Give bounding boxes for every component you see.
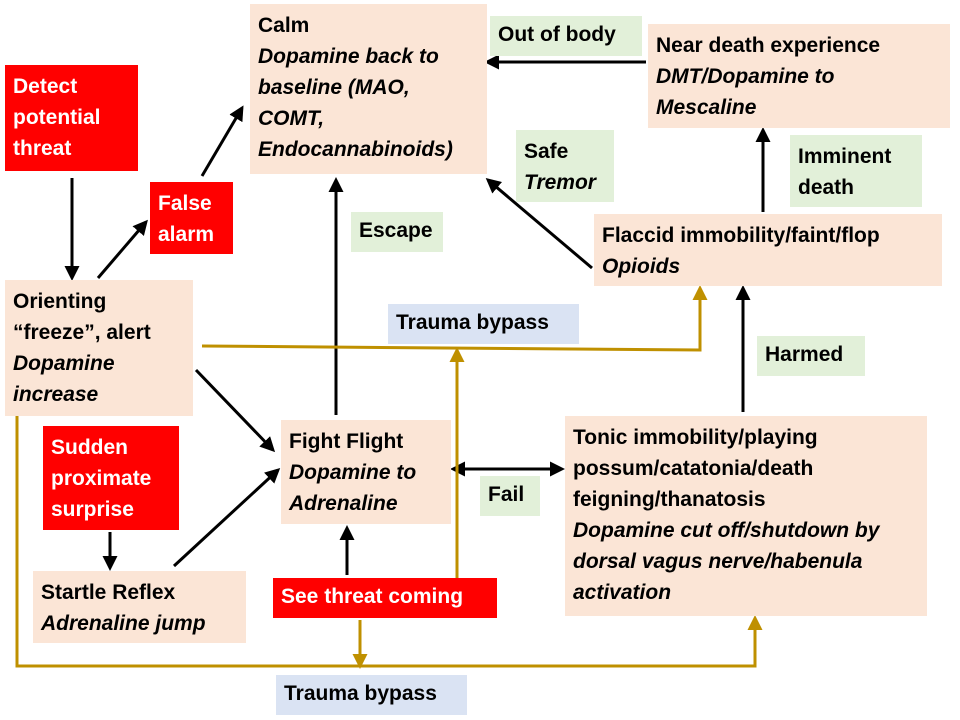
node-tonic-line-1: Tonic immobility/playing	[573, 426, 818, 449]
label-escape: Escape	[351, 212, 443, 252]
node-tonic-line-3: feigning/thanatosis	[573, 488, 766, 511]
label-imminent-line-2: death	[798, 176, 855, 199]
node-tonic-italic-2: dorsal vagus nerve/habenula	[573, 550, 863, 573]
label-trauma-bypass-top: Trauma bypass	[388, 304, 579, 344]
node-false-alarm-line-1: False	[158, 192, 212, 215]
node-detect-line-2: potential	[13, 106, 101, 129]
node-startle-reflex: Startle Reflex Adrenaline jump	[33, 571, 246, 643]
label-safe-tremor: Safe Tremor	[516, 130, 614, 202]
node-fight-line-2: Adrenaline	[289, 492, 398, 515]
node-startle-line-1: Adrenaline jump	[41, 612, 206, 635]
node-orienting-italic-2: increase	[13, 383, 99, 406]
arrow-orienting-to-fight	[194, 368, 276, 453]
node-tonic-line-2: possum/catatonia/death	[573, 457, 814, 480]
node-tonic-italic-3: activation	[573, 581, 672, 604]
node-orienting-line-2: “freeze”, alert	[13, 321, 151, 344]
label-trauma-bypass-bottom-text: Trauma bypass	[284, 682, 437, 705]
label-tremor-text: Tremor	[524, 171, 596, 194]
node-calm-line-2: baseline (MAO,	[258, 76, 410, 99]
node-near-death-line-1: DMT/Dopamine to	[656, 65, 835, 88]
node-sudden-line-3: surprise	[51, 498, 134, 521]
label-imminent-death: Imminent death	[790, 135, 922, 207]
bypass-orienting-to-tonic	[15, 412, 763, 668]
node-calm: Calm Dopamine back to baseline (MAO, COM…	[250, 4, 487, 174]
arrow-false-alarm-to-calm	[200, 105, 244, 177]
node-fight-flight: Fight Flight Dopamine to Adrenaline	[281, 420, 451, 524]
bypass-orienting-to-flaccid	[201, 285, 708, 352]
node-calm-line-1: Dopamine back to	[258, 45, 439, 68]
node-calm-line-3: COMT,	[258, 107, 325, 130]
label-fail-text: Fail	[488, 483, 525, 506]
label-imminent-line-1: Imminent	[798, 145, 892, 168]
label-escape-text: Escape	[359, 219, 433, 242]
label-harmed: Harmed	[757, 336, 865, 376]
node-see-threat-line-1: See threat coming	[281, 585, 464, 608]
node-orienting-line-1: Orienting	[13, 290, 107, 313]
node-detect-line-1: Detect	[13, 75, 78, 98]
node-false-alarm-line-2: alarm	[158, 223, 215, 246]
label-trauma-bypass-top-text: Trauma bypass	[396, 311, 549, 334]
node-sudden-line-2: proximate	[51, 467, 152, 490]
node-detect-line-3: threat	[13, 137, 72, 160]
label-fail: Fail	[480, 476, 540, 516]
node-sudden-line-1: Sudden	[51, 436, 128, 459]
node-calm-title: Calm	[258, 14, 310, 37]
node-calm-line-4: Endocannabinoids)	[258, 138, 453, 161]
label-out-of-body: Out of body	[490, 16, 642, 56]
arrow-flaccid-to-calm	[485, 178, 593, 270]
label-out-of-body-text: Out of body	[498, 23, 616, 46]
node-orienting-italic-1: Dopamine	[13, 352, 115, 375]
node-see-threat: See threat coming	[273, 578, 497, 618]
node-detect-threat: Detect potential threat	[5, 65, 138, 171]
label-harmed-text: Harmed	[765, 343, 844, 366]
node-startle-title: Startle Reflex	[41, 581, 176, 604]
node-tonic-italic-1: Dopamine cut off/shutdown by	[573, 519, 880, 542]
node-fight-title: Fight Flight	[289, 430, 404, 453]
node-flaccid-line-1: Opioids	[602, 255, 681, 278]
node-tonic-immobility: Tonic immobility/playing possum/catatoni…	[565, 416, 927, 616]
node-near-death-line-2: Mescaline	[656, 96, 757, 119]
node-flaccid: Flaccid immobility/faint/flop Opioids	[594, 214, 942, 286]
arrow-orienting-to-false-alarm	[96, 219, 148, 279]
label-trauma-bypass-bottom: Trauma bypass	[276, 675, 467, 715]
label-safe-text: Safe	[524, 140, 569, 163]
node-near-death: Near death experience DMT/Dopamine to Me…	[648, 24, 950, 128]
node-flaccid-title: Flaccid immobility/faint/flop	[602, 224, 880, 247]
arrow-startle-to-fight	[172, 467, 281, 568]
node-orienting: Orienting “freeze”, alert Dopamine incre…	[5, 280, 193, 416]
node-false-alarm: False alarm	[150, 182, 233, 254]
node-sudden-surprise: Sudden proximate surprise	[43, 426, 179, 530]
node-near-death-title: Near death experience	[656, 34, 881, 57]
node-fight-line-1: Dopamine to	[289, 461, 417, 484]
